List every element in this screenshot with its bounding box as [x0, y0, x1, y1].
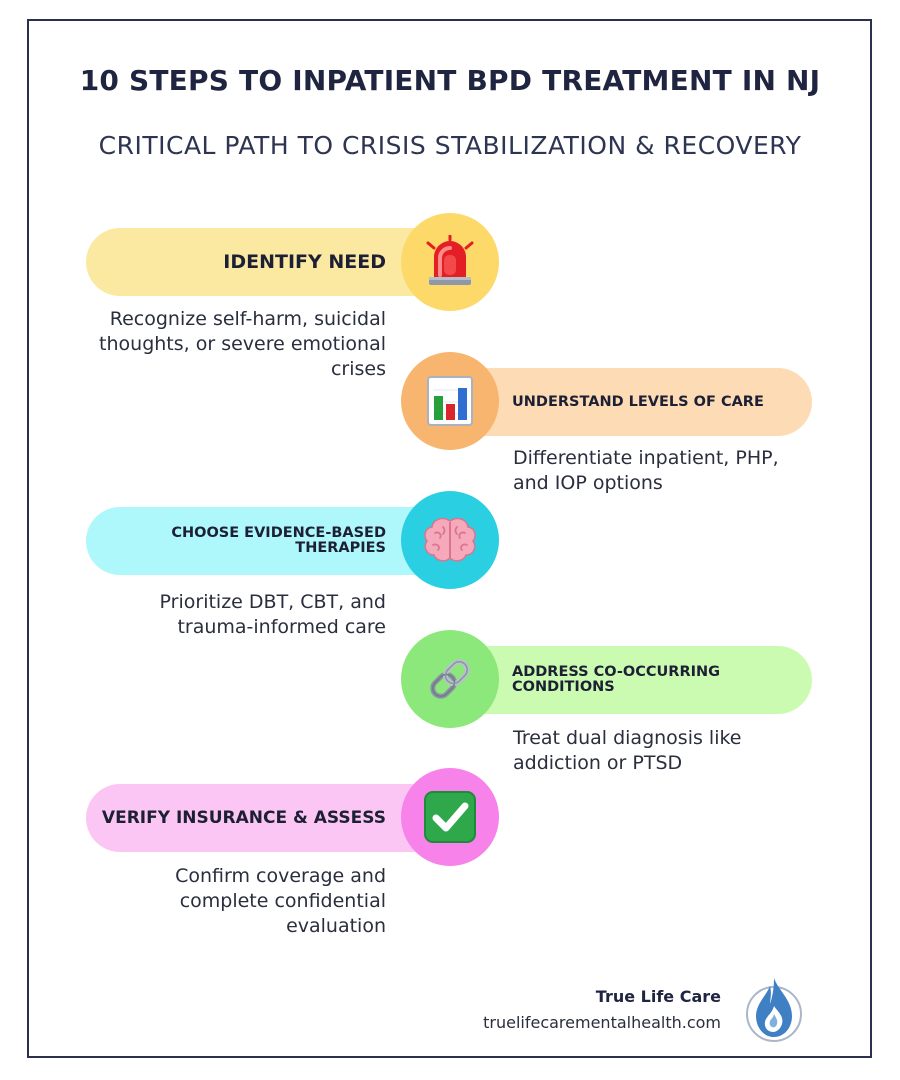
- bar-chart-icon: [427, 376, 473, 426]
- step-2-label: UNDERSTAND LEVELS OF CARE: [512, 393, 764, 410]
- step-5-label: VERIFY INSURANCE & ASSESS: [101, 808, 386, 828]
- page-subtitle: CRITICAL PATH TO CRISIS STABILIZATION & …: [98, 131, 802, 160]
- step-4-circle: [401, 630, 499, 728]
- step-5-description: Confirm coverage and complete confidenti…: [175, 865, 386, 937]
- step-3-pill: CHOOSE EVIDENCE-BASED THERAPIES: [86, 507, 446, 575]
- step-3-description: Prioritize DBT, CBT, and trauma-informed…: [159, 591, 386, 638]
- step-4-description: Treat dual diagnosis like addiction or P…: [513, 727, 742, 774]
- siren-icon: [426, 235, 474, 285]
- step-2-pill: UNDERSTAND LEVELS OF CARE: [452, 368, 812, 436]
- brand-url[interactable]: truelifecarementalhealth.com: [483, 1013, 721, 1032]
- step-2-circle: [401, 352, 499, 450]
- step-5-pill: VERIFY INSURANCE & ASSESS: [86, 784, 446, 852]
- flame-drop-logo-icon: [746, 978, 802, 1042]
- step-5-circle: [401, 768, 499, 866]
- infographic-frame: [27, 19, 872, 1058]
- chain-link-icon: [430, 659, 470, 699]
- step-4-pill: ADDRESS CO-OCCURRING CONDITIONS: [452, 646, 812, 714]
- step-2-description: Differentiate inpatient, PHP, and IOP op…: [513, 447, 779, 494]
- step-3-label: CHOOSE EVIDENCE-BASED THERAPIES: [171, 525, 386, 556]
- step-1-circle: [401, 213, 499, 311]
- step-1-label: IDENTIFY NEED: [223, 251, 386, 273]
- brand-name: True Life Care: [595, 987, 721, 1006]
- step-1-pill: IDENTIFY NEED: [86, 228, 446, 296]
- step-4-label: ADDRESS CO-OCCURRING CONDITIONS: [512, 664, 721, 695]
- brain-icon: [424, 517, 476, 562]
- page-title: 10 STEPS TO INPATIENT BPD TREATMENT IN N…: [79, 64, 821, 97]
- check-mark-icon: [424, 791, 476, 843]
- step-3-circle: [401, 491, 499, 589]
- step-1-description: Recognize self-harm, suicidal thoughts, …: [99, 308, 386, 380]
